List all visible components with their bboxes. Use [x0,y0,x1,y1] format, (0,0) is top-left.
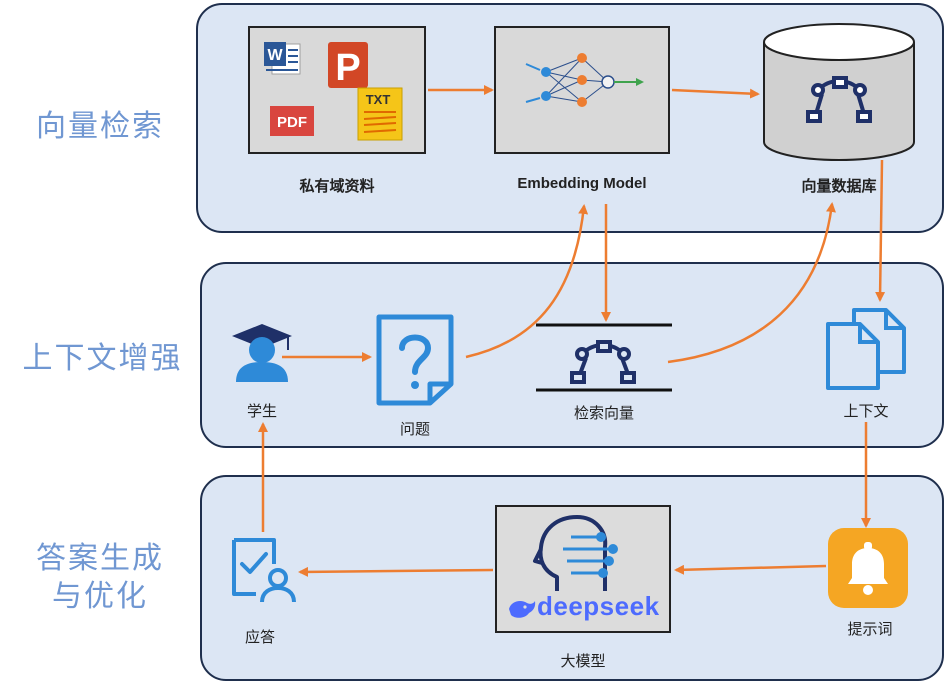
neural-network-icon [525,53,644,107]
stage-label-answer-line2: 与优化 [52,579,148,614]
llm-box: deepseek [495,505,671,633]
private-data-label: 私有域资料 [299,178,375,195]
context-docs-icon [826,308,906,390]
deepseek-logo: deepseek [501,591,669,623]
stage-label-retrieval: 向量检索 [36,109,164,144]
deepseek-whale-icon [509,601,536,618]
answer-icon [232,538,296,603]
arrow-search-vector-to-db [667,202,836,364]
vector-db-cylinder-icon [763,23,915,161]
private-data-box: W P PDF TXT [248,26,426,154]
llm-label: 大模型 [560,652,606,670]
txt-letter: TXT [366,92,391,107]
embedding-model-box [494,26,670,154]
ppt-doc-icon: P [328,42,368,89]
llm-head-icon [533,515,618,591]
bell-icon [828,528,908,608]
vector-db-label: 向量数据库 [801,178,877,195]
question-label: 问题 [399,420,430,438]
student-label: 学生 [246,402,277,420]
deepseek-logo-text: deepseek [537,591,660,621]
student-icon [232,324,292,382]
arrow-prompt-to-llm [674,564,827,575]
word-doc-icon: W [264,42,301,75]
band-context-enhance [200,262,944,448]
search-vector-label: 检索向量 [573,404,634,422]
arrow-question-to-embedding [465,204,589,359]
answer-label: 应答 [244,628,275,646]
context-label: 上下文 [843,402,889,420]
arrow-embedding-to-db [671,88,760,99]
stage-label-answer: 答案生成 与优化 [20,540,180,616]
question-icon [376,314,454,406]
ppt-letter: P [335,47,360,89]
prompt-label: 提示词 [847,620,893,638]
stage-label-answer-line1: 答案生成 [36,541,164,576]
vector-db-graph-icon [806,76,872,123]
arrow-llm-to-answer [298,566,494,577]
txt-doc-icon: TXT [357,87,403,141]
arrow-db-to-context [875,159,886,302]
stage-label-context-enhance: 上下文增强 [22,341,183,376]
document-icons: W P PDF TXT [264,42,403,141]
search-vector-icon [536,323,672,392]
search-vector-graph-icon [570,340,636,384]
word-letter: W [267,47,283,64]
embedding-model-label: Embedding Model [517,175,647,192]
pdf-doc-icon: PDF [270,106,314,136]
pdf-letter: PDF [277,114,307,131]
